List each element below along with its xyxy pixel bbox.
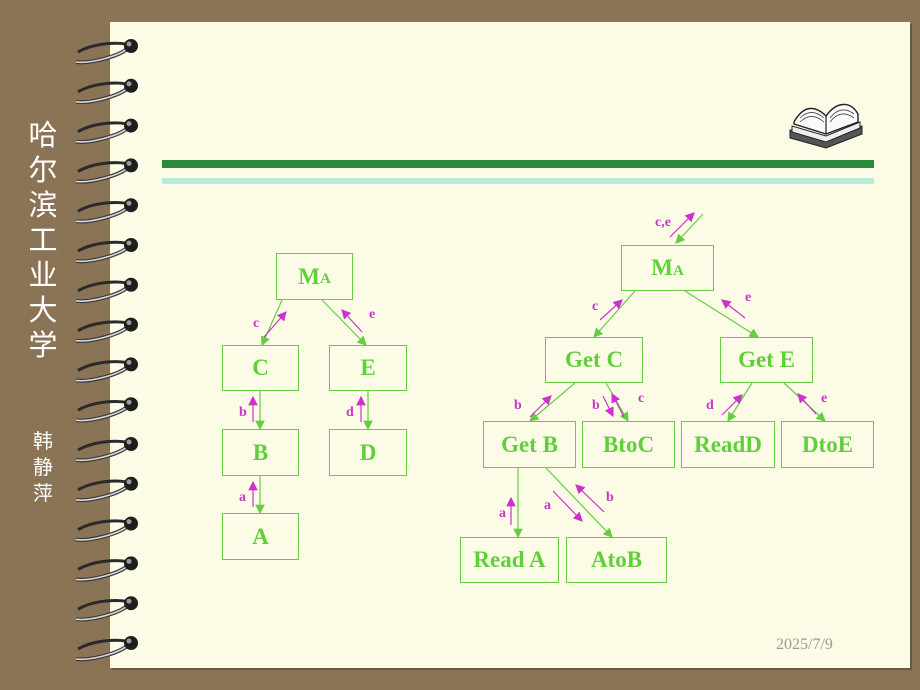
label-b2-right: b xyxy=(592,398,600,413)
author-char: 静 xyxy=(33,455,53,479)
call-arrow-b-right xyxy=(602,395,614,418)
return-arrow-ce xyxy=(675,213,704,244)
title-char: 尔 xyxy=(28,153,58,187)
node-ma-main: M xyxy=(651,255,673,280)
binding-ring xyxy=(75,357,138,383)
return-arrow-c xyxy=(263,311,287,338)
binding-ring xyxy=(75,118,138,144)
node-get-e: Get E xyxy=(720,337,813,383)
node-get-b: Get B xyxy=(483,421,576,468)
node-e-left: E xyxy=(329,345,407,391)
return-arrow-d-right xyxy=(721,394,743,416)
node-dtoe: DtoE xyxy=(781,421,874,468)
binding-ring xyxy=(75,198,138,224)
edge-getc-getb xyxy=(529,382,576,422)
return-arrow-c2-right xyxy=(611,392,625,418)
binding-ring xyxy=(75,39,138,65)
title-char: 业 xyxy=(28,258,58,292)
return-arrow-b3-right xyxy=(575,484,605,513)
node-read-a: Read A xyxy=(460,537,559,583)
label-c2-right: c xyxy=(638,391,645,406)
title-char: 哈 xyxy=(28,118,58,152)
node-ma-sub: A xyxy=(319,271,331,287)
edge-ma-e xyxy=(321,299,367,346)
label-a2-right: a xyxy=(544,498,551,513)
return-arrow-e-right xyxy=(721,299,746,319)
binding-ring xyxy=(75,476,138,503)
edge-ma-getc xyxy=(593,290,636,338)
label-e2-right: e xyxy=(821,391,828,406)
spiral-binding xyxy=(75,39,138,662)
node-ma-sub: A xyxy=(672,262,684,279)
label-b1-right: b xyxy=(514,398,522,413)
author-char: 萍 xyxy=(33,481,53,505)
label-a-left: a xyxy=(239,490,246,505)
node-ma-main: M xyxy=(298,263,320,289)
title-char: 学 xyxy=(28,328,58,362)
binding-ring xyxy=(75,238,138,264)
header-bar-light xyxy=(162,178,874,184)
node-a-left: A xyxy=(222,513,299,560)
return-arrow-e2-right xyxy=(797,393,817,415)
binding-ring xyxy=(75,158,138,184)
node-d-left: D xyxy=(329,429,407,476)
header-bar-dark xyxy=(162,160,874,168)
binding-ring xyxy=(75,317,138,343)
label-b3-right: b xyxy=(606,490,614,505)
title-char: 大 xyxy=(28,293,58,327)
university-title: 哈 尔 滨 工 业 大 学 xyxy=(26,118,60,363)
node-readd: ReadD xyxy=(681,421,775,468)
label-a1-right: a xyxy=(499,506,506,521)
label-d-left: d xyxy=(346,405,354,420)
return-arrow-b-right xyxy=(529,395,552,418)
binding-ring xyxy=(75,516,138,542)
edge-ma-c xyxy=(261,299,283,347)
edge-getb-atob xyxy=(545,467,613,538)
book-icon xyxy=(789,103,863,149)
binding-ring xyxy=(75,437,138,463)
label-e-left: e xyxy=(369,307,376,322)
return-arrow-e xyxy=(341,309,363,333)
binding-ring xyxy=(75,596,138,622)
node-atob: AtoB xyxy=(566,537,667,583)
title-char: 滨 xyxy=(28,188,58,222)
call-arrow-ce xyxy=(669,212,695,238)
binding-ring xyxy=(75,636,138,662)
return-arrow-c-right xyxy=(599,299,623,321)
node-get-c: Get C xyxy=(545,337,643,383)
title-char: 工 xyxy=(28,223,58,257)
label-c-right: c xyxy=(592,299,599,314)
label-ce-right: c,e xyxy=(655,215,671,230)
binding-ring xyxy=(75,277,138,304)
edge-getc-btoc xyxy=(605,382,629,423)
binding-ring xyxy=(75,78,138,105)
label-b-left: b xyxy=(239,405,247,420)
author-name: 韩 静 萍 xyxy=(26,428,60,506)
binding-ring xyxy=(75,397,138,423)
call-arrow-a-right xyxy=(552,490,583,522)
slide-date: 2025/7/9 xyxy=(776,636,833,653)
edge-gete-readd xyxy=(727,382,753,423)
label-e-right: e xyxy=(745,290,752,305)
node-c-left: C xyxy=(222,345,299,391)
label-d-right: d xyxy=(706,398,714,413)
node-btoc: BtoC xyxy=(582,421,675,468)
node-b-left: B xyxy=(222,429,299,476)
binding-ring xyxy=(75,556,138,582)
label-c-left: c xyxy=(253,316,260,331)
edge-ma-gete xyxy=(684,290,760,338)
author-char: 韩 xyxy=(33,429,53,453)
